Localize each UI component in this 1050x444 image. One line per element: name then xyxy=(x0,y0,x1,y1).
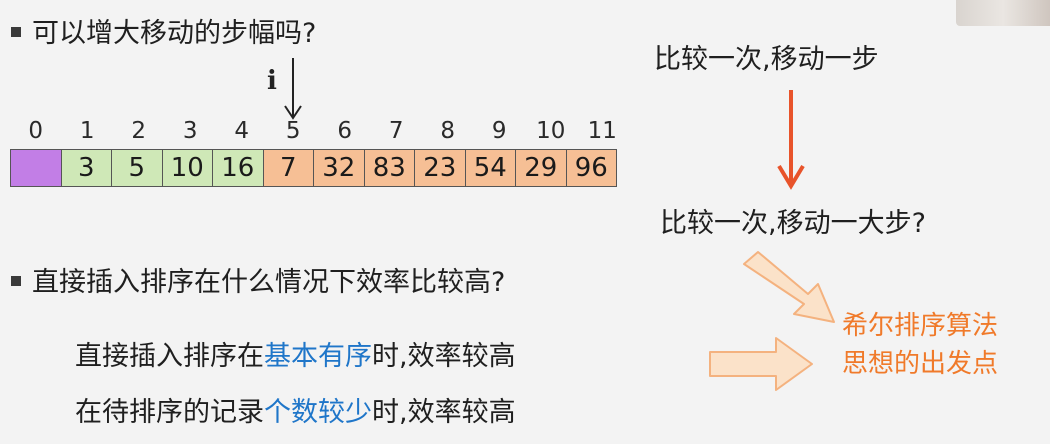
array-cell-unsorted: 7 xyxy=(262,149,314,187)
question-2: 直接插入排序在什么情况下效率比较高? xyxy=(32,267,506,298)
array-cell-sentinel xyxy=(10,149,62,187)
answer-highlight: 基本有序 xyxy=(264,341,372,372)
shell-sort-origin-line1: 希尔排序算法 xyxy=(842,311,999,341)
array-index: 6 xyxy=(337,118,353,144)
array-cell-unsorted: 29 xyxy=(515,149,567,187)
array-cell-unsorted: 54 xyxy=(464,149,516,187)
array-index: 7 xyxy=(388,118,404,144)
array-index: 5 xyxy=(285,118,301,144)
pointer-label-i: i xyxy=(267,66,277,96)
array-cell-sorted: 10 xyxy=(161,149,213,187)
bullet-marker xyxy=(11,27,21,37)
compare-once-move-big-step: 比较一次,移动一大步? xyxy=(660,208,926,239)
answer-text: 直接插入排序在 xyxy=(75,341,264,372)
pointer-down-arrow-icon xyxy=(284,58,302,120)
answer-basically-ordered: 直接插入排序在基本有序时,效率较高 xyxy=(75,334,516,373)
answer-text: 时,效率较高 xyxy=(372,397,516,428)
array-index: 10 xyxy=(536,118,566,144)
answer-text: 在待排序的记录 xyxy=(75,397,264,428)
array-cell-sorted: 5 xyxy=(111,149,163,187)
array-cell-unsorted: 32 xyxy=(313,149,365,187)
compare-once-move-one-step: 比较一次,移动一步 xyxy=(654,44,879,75)
diagonal-hollow-arrow-icon xyxy=(743,251,835,323)
array-cell-unsorted: 96 xyxy=(565,149,617,187)
array-cell-unsorted: 23 xyxy=(414,149,466,187)
array-index: 3 xyxy=(182,118,198,144)
array-index: 1 xyxy=(79,118,95,144)
shell-sort-origin-line2: 思想的出发点 xyxy=(842,349,999,379)
array-index-row: 0 1 2 3 4 5 6 7 8 9 10 11 xyxy=(10,118,628,144)
array-index: 11 xyxy=(587,118,617,144)
right-hollow-arrow-icon xyxy=(709,337,813,391)
array-index: 0 xyxy=(28,118,44,144)
array-index: 8 xyxy=(440,118,456,144)
array-cells: 3 5 10 16 7 32 83 23 54 29 96 xyxy=(10,149,617,187)
answer-few-records: 在待排序的记录个数较少时,效率较高 xyxy=(75,390,516,429)
question-1: 可以增大移动的步幅吗? xyxy=(32,18,317,49)
array-index: 2 xyxy=(131,118,147,144)
bullet-marker xyxy=(11,276,21,286)
answer-text: 时,效率较高 xyxy=(372,341,516,372)
array-index: 4 xyxy=(234,118,250,144)
red-down-arrow-icon xyxy=(777,90,805,190)
array-cell-sorted: 16 xyxy=(212,149,264,187)
array-cell-unsorted: 83 xyxy=(363,149,415,187)
array-cell-sorted: 3 xyxy=(60,149,112,187)
presenter-video-thumbnail xyxy=(956,0,1050,26)
array-index: 9 xyxy=(491,118,507,144)
answer-highlight: 个数较少 xyxy=(264,397,372,428)
